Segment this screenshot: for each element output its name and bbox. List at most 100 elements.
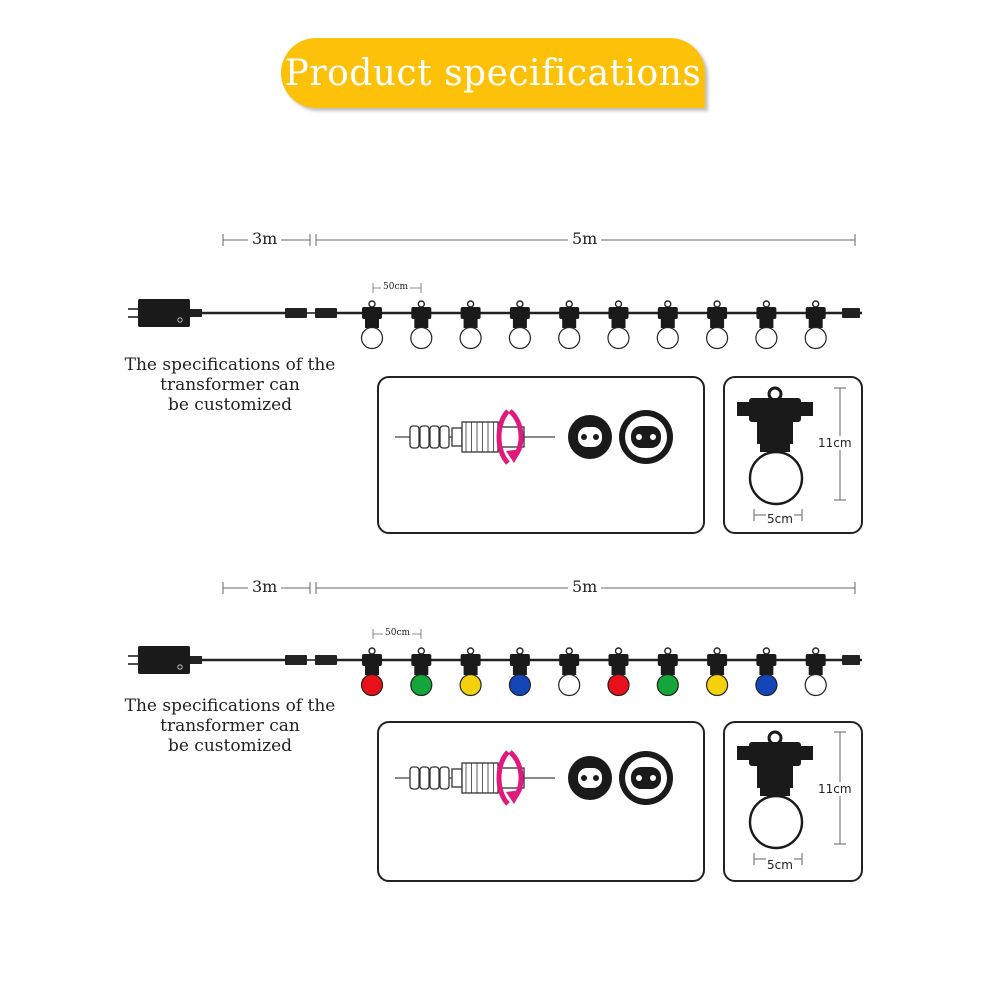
bulb-neck: [660, 319, 675, 328]
bulb: [804, 300, 827, 350]
socket-arm: [737, 746, 751, 760]
bulb: [459, 300, 482, 350]
bulb-socket: [805, 307, 826, 319]
socket-arm: [799, 746, 813, 760]
bulb-neck: [611, 666, 626, 675]
bulb: [607, 647, 630, 697]
bulb: [410, 300, 433, 350]
outlet-hole: [581, 775, 587, 781]
bulb-globe: [656, 326, 679, 350]
plug-face: [631, 426, 661, 448]
bulb-socket: [756, 654, 777, 666]
plug-rib: [439, 425, 450, 449]
bulb-neck: [512, 319, 527, 328]
bulb-width-label: 5cm: [766, 858, 794, 872]
end-cap: [842, 655, 860, 665]
caption-line: transformer can: [160, 375, 300, 395]
caption-line: be customized: [167, 736, 293, 756]
string-length-label: 5m: [568, 577, 602, 596]
bulb-socket: [608, 307, 629, 319]
bulb-globe: [705, 673, 729, 697]
bulb-globe: [508, 673, 532, 697]
bulb: [705, 300, 729, 350]
bulb-globe: [459, 326, 482, 350]
bulb-globe: [804, 673, 827, 697]
bulb-neck: [562, 319, 577, 328]
bulb-socket: [608, 654, 629, 666]
bulb-socket: [460, 654, 481, 666]
bulb-neck: [808, 666, 823, 675]
bulb: [755, 647, 778, 697]
bulb-neck: [365, 319, 379, 328]
socket-head: [749, 398, 801, 422]
plug-pin-dot: [636, 434, 642, 440]
bulb: [804, 647, 827, 697]
plug-face: [631, 767, 661, 789]
plug-pin-dot: [650, 434, 656, 440]
socket-base: [760, 788, 790, 796]
bulb-neck: [710, 666, 725, 675]
spec-section-clear: 3m 5m 50cm The specifications of the tra…: [0, 0, 1000, 534]
bulb: [656, 647, 679, 697]
socket-body: [757, 766, 793, 788]
bulb-globe: [607, 326, 630, 350]
bulb: [360, 647, 384, 697]
transformer-length-label: 3m: [248, 577, 282, 596]
bulb: [360, 300, 384, 350]
bulb-neck: [463, 319, 478, 328]
bulb-size-illustration: [737, 730, 846, 865]
bulb-height-label: 11cm: [817, 782, 853, 796]
plug-rib: [419, 766, 430, 790]
end-cap: [842, 308, 860, 318]
bulb-globe: [508, 326, 532, 350]
transformer-indicator: [177, 664, 183, 670]
bulb-neck: [512, 666, 527, 675]
cable-sleeve: [190, 656, 202, 664]
bulb-socket: [509, 307, 530, 319]
transformer-indicator: [177, 317, 183, 323]
rotate-arrow: [496, 750, 510, 806]
plug-rib: [409, 766, 420, 790]
transformer-box: [138, 299, 190, 327]
bulb-neck: [759, 319, 774, 328]
caption-line: be customized: [167, 395, 293, 415]
bulb-neck: [562, 666, 577, 675]
rotate-arrow: [496, 409, 510, 465]
bulb-neck: [365, 666, 379, 675]
spec-section-color: 3m 5m 50cm The specifications of the tra…: [0, 348, 1000, 882]
bulb-socket: [805, 654, 826, 666]
transformer-box: [138, 646, 190, 674]
plug-rib: [429, 425, 440, 449]
outlet-face: [578, 427, 602, 447]
socket-arm: [799, 402, 813, 416]
page-title: Product specifications: [284, 52, 702, 94]
rotate-arrowhead: [506, 790, 522, 804]
bulb-socket: [707, 307, 728, 319]
title-banner: Product specifications: [281, 38, 705, 108]
plug-rib: [439, 766, 450, 790]
outlet-hole: [593, 775, 599, 781]
bulb-globe: [558, 673, 581, 697]
bulb-neck: [611, 319, 626, 328]
bulb-globe: [360, 326, 384, 350]
bulb-socket: [362, 654, 382, 666]
bulb-socket: [657, 654, 678, 666]
caption-line: The specifications of the: [124, 355, 336, 375]
socket-base: [760, 444, 790, 452]
bulb-globe: [360, 673, 384, 697]
bulb-socket: [509, 654, 530, 666]
bulb-globe: [755, 673, 778, 697]
bulb-width-label: 5cm: [766, 512, 794, 526]
bulb-neck: [414, 666, 429, 675]
socket-head: [749, 742, 801, 766]
bulb-globe: [558, 326, 581, 350]
spacing-label: 50cm: [381, 282, 411, 292]
bulb-socket: [707, 654, 728, 666]
threaded-nut: [461, 762, 499, 794]
spacing-label: 50cm: [383, 628, 413, 638]
socket-body: [757, 422, 793, 444]
rotate-arrowhead: [506, 449, 522, 463]
bulb-socket: [362, 307, 382, 319]
bulb-globe: [748, 794, 804, 850]
bulb-globe: [459, 673, 482, 697]
